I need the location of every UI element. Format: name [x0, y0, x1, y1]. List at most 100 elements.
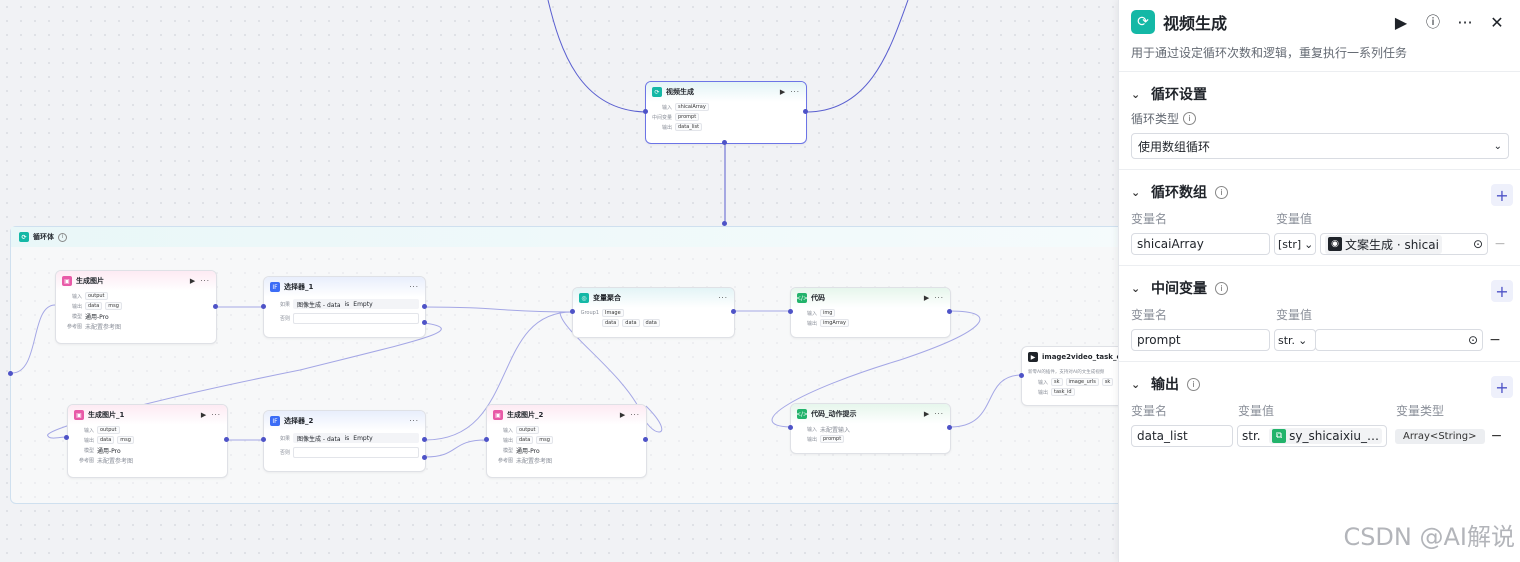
add-output-button[interactable]: +: [1491, 376, 1513, 398]
port[interactable]: [213, 304, 218, 309]
array-ref-select[interactable]: ◉文案生成 · shicai ⊙: [1320, 233, 1488, 255]
output-type-badge: Array<String>: [1395, 428, 1485, 444]
bot-icon: ◉: [1328, 237, 1342, 251]
chevron-down-icon: ⌄: [1298, 333, 1308, 347]
target-icon[interactable]: ⊙: [1467, 333, 1478, 347]
run-icon[interactable]: ▶: [200, 411, 208, 419]
more-icon[interactable]: ···: [790, 88, 800, 96]
chevron-down-icon: ⌄: [1493, 140, 1502, 152]
port[interactable]: [64, 435, 69, 440]
port[interactable]: [1019, 373, 1024, 378]
chevron-down-icon[interactable]: ⌄: [1131, 87, 1141, 101]
help-icon[interactable]: ⓘ: [1426, 15, 1440, 31]
run-icon[interactable]: ▶: [779, 88, 787, 96]
port[interactable]: [947, 425, 952, 430]
panel-description: 用于通过设定循环次数和逻辑，重复执行一系列任务: [1119, 44, 1520, 72]
image-icon: ▣: [493, 410, 503, 420]
more-icon[interactable]: ···: [934, 294, 944, 302]
port[interactable]: [422, 320, 427, 325]
port[interactable]: [731, 309, 736, 314]
remove-output-button[interactable]: −: [1490, 428, 1503, 444]
chevron-down-icon[interactable]: ⌄: [1131, 185, 1141, 199]
panel-header: ⟳ 视频生成 ▶ ⓘ ··· ✕: [1119, 0, 1520, 44]
output-var-name-input[interactable]: data_list: [1131, 425, 1233, 447]
more-icon[interactable]: ···: [934, 410, 944, 418]
node-header: ⟳ 视频生成 ▶ ···: [646, 82, 806, 102]
run-icon[interactable]: ▶: [619, 411, 627, 419]
more-icon[interactable]: ···: [409, 417, 419, 425]
port[interactable]: [422, 455, 427, 460]
add-array-button[interactable]: +: [1491, 184, 1513, 206]
remove-array-button[interactable]: −: [1494, 236, 1506, 252]
close-icon[interactable]: ✕: [1490, 12, 1504, 32]
loop-icon: ⟳: [19, 232, 29, 242]
array-var-name-input[interactable]: shicaiArray: [1131, 233, 1270, 255]
run-icon[interactable]: ▶: [1394, 12, 1408, 32]
run-icon[interactable]: ▶: [923, 294, 931, 302]
port[interactable]: [484, 437, 489, 442]
port[interactable]: [788, 425, 793, 430]
port[interactable]: [947, 309, 952, 314]
info-icon[interactable]: i: [1183, 112, 1197, 125]
more-icon[interactable]: ···: [630, 411, 640, 419]
mid-var-name-input[interactable]: prompt: [1131, 329, 1270, 351]
chevron-down-icon[interactable]: ⌄: [1131, 377, 1141, 391]
input-chip: shicaiArray: [675, 103, 709, 111]
more-icon[interactable]: ···: [200, 277, 210, 285]
loop-type-select[interactable]: 使用数组循环⌄: [1131, 133, 1509, 159]
array-type-select[interactable]: [str]⌄: [1274, 233, 1316, 255]
target-icon[interactable]: ⊙: [1472, 237, 1483, 251]
chevron-down-icon[interactable]: ⌄: [1131, 281, 1141, 295]
run-icon[interactable]: ▶: [189, 277, 197, 285]
port[interactable]: [722, 221, 727, 226]
port[interactable]: [788, 309, 793, 314]
info-icon[interactable]: i: [1215, 185, 1228, 199]
info-icon[interactable]: i: [1215, 281, 1228, 295]
mid-var-type-select[interactable]: str.⌄: [1274, 329, 1316, 351]
port[interactable]: [722, 140, 727, 145]
port[interactable]: [8, 371, 13, 376]
port[interactable]: [570, 309, 575, 314]
if-icon: IF: [270, 282, 280, 292]
code-icon: </>: [795, 409, 809, 419]
info-icon[interactable]: i: [58, 232, 67, 242]
node-image2video[interactable]: ▶image2video_task_cre 新零AI的插件，支持对AI的文生成视…: [1021, 346, 1118, 406]
port[interactable]: [422, 304, 427, 309]
port[interactable]: [261, 437, 266, 442]
remove-mid-var-button[interactable]: −: [1489, 332, 1501, 348]
info-icon[interactable]: i: [1187, 377, 1200, 391]
more-icon[interactable]: ···: [718, 294, 728, 302]
output-ref-select[interactable]: str. ⧉sy_shicaixiu_…: [1237, 425, 1387, 447]
image-icon: ▣: [62, 276, 72, 286]
port[interactable]: [261, 304, 266, 309]
loop-body-title: 循环体: [33, 233, 54, 241]
node-title: 视频生成: [666, 88, 694, 96]
run-icon[interactable]: ▶: [923, 410, 931, 418]
port[interactable]: [643, 109, 648, 114]
more-icon[interactable]: ···: [211, 411, 221, 419]
more-icon[interactable]: ···: [409, 283, 419, 291]
port[interactable]: [803, 109, 808, 114]
more-icon[interactable]: ···: [1457, 12, 1473, 32]
port[interactable]: [643, 437, 648, 442]
workflow-icon: ⧉: [1272, 429, 1287, 443]
watermark: CSDN @AI解说: [1343, 523, 1515, 551]
add-mid-var-button[interactable]: +: [1491, 280, 1513, 302]
image-icon: ▣: [74, 410, 84, 420]
mid-var-ref-input[interactable]: ⊙: [1315, 329, 1483, 351]
edge-top-left: [547, 0, 646, 113]
port[interactable]: [224, 437, 229, 442]
port[interactable]: [422, 437, 427, 442]
